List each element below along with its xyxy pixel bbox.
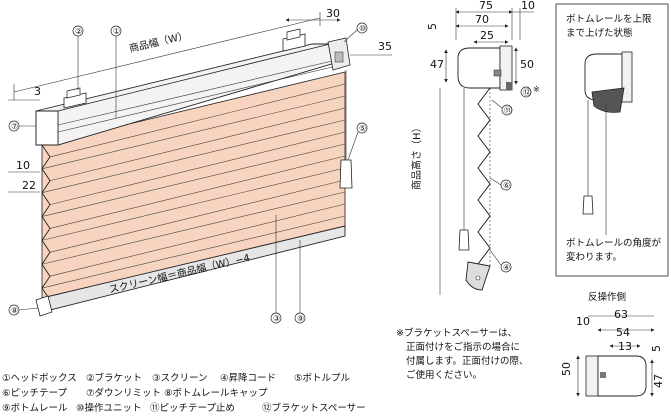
- raised-caption-1: ボトムレールを上限: [566, 14, 652, 25]
- dim-side-47: 47: [430, 58, 444, 71]
- dim-pleat-depth: 22: [22, 179, 36, 192]
- svg-text:④: ④: [503, 263, 510, 272]
- callout-6: ⑥: [489, 177, 512, 191]
- pleat-fold-line: [41, 119, 346, 193]
- svg-text:①: ①: [113, 27, 120, 36]
- legend-7: ⑦ダウンリミット: [86, 387, 161, 399]
- legend-12: ⑫ブラケットスペーサー: [262, 402, 366, 414]
- callout-11: ⑪: [491, 99, 513, 116]
- legend-6: ⑥ピッチテープ: [2, 388, 67, 399]
- pleat-fold-line: [49, 131, 346, 205]
- svg-text:⑪: ⑪: [504, 106, 512, 115]
- raised-state-panel: ボトムレールを上限 まで上げた状態 ボトムレールの角度が 変わります。: [555, 3, 669, 277]
- legend-2: ②ブラケット: [86, 372, 142, 384]
- pleat-fold-line: [49, 155, 346, 229]
- rev-dim-63: 63: [614, 308, 628, 321]
- legend-4: ④昇降コード: [220, 372, 276, 384]
- side-pleats: [477, 87, 491, 265]
- callout-7: ⑦: [8, 120, 36, 132]
- pleat-fold-line: [41, 143, 346, 217]
- pleat-fold-line: [49, 203, 346, 277]
- rev-dim-50: 50: [560, 362, 573, 376]
- svg-text:⑤: ⑤: [359, 124, 366, 133]
- dim-pleat-pitch: 10: [16, 159, 30, 172]
- dim-side-50: 50: [520, 58, 534, 71]
- pleat-edge: [41, 144, 51, 301]
- bracket-left: [63, 87, 87, 109]
- svg-text:③: ③: [273, 314, 280, 323]
- raised-caption-2: まで上げた状態: [566, 27, 633, 39]
- callout-9: ⑨: [294, 240, 306, 324]
- rev-dim-13: 13: [618, 340, 632, 353]
- pleat-fold-line: [41, 95, 346, 170]
- note-line-2: 正面付けをご指示の場合に: [406, 341, 520, 353]
- side-headbox: [457, 45, 513, 91]
- svg-text:⑦: ⑦: [11, 122, 18, 131]
- pleated-screen: [41, 71, 346, 301]
- pleat-fold-line: [49, 83, 346, 158]
- dim-side-depth: 35: [378, 40, 392, 53]
- legend-5: ⑤ボトルプル: [294, 373, 351, 384]
- reverse-title: 反操作側: [588, 291, 626, 303]
- legend-1: ①ヘッドボックス: [2, 373, 77, 384]
- svg-text:⑥: ⑥: [503, 181, 510, 190]
- headbox: [35, 43, 346, 146]
- legend-9: ⑨ボトムレール: [2, 403, 68, 414]
- pleat-fold-line: [41, 191, 346, 265]
- rev-dim-10: 10: [576, 315, 590, 328]
- pleat-fold-line: [49, 107, 346, 182]
- bracket-right: [282, 28, 306, 52]
- bottom-rail: [35, 225, 346, 317]
- callout-2: ②: [72, 25, 84, 90]
- dim-side-75: 75: [479, 0, 493, 12]
- height-label: 商品高さ（H）: [410, 122, 423, 190]
- callout-10: ⑩: [343, 22, 368, 43]
- operation-unit: [327, 37, 351, 71]
- angle-note-2: 変わります。: [566, 251, 622, 263]
- parts-legend: ①ヘッドボックス ②ブラケット ③スクリーン ④昇降コード ⑤ボトルプル ⑥ピッ…: [2, 372, 366, 414]
- front-view: 商品幅（W） 30 35 3 10 22 スクリーン幅＝商品幅（W）−4 ① ②: [8, 7, 392, 324]
- svg-text:⑨: ⑨: [297, 314, 304, 323]
- dim-side-5: 5: [426, 23, 439, 30]
- dim-side-70: 70: [475, 13, 489, 26]
- rev-dim-47: 47: [652, 374, 665, 388]
- angle-note-1: ボトムレールの角度が: [566, 237, 662, 249]
- note-line-1: ※ブラケットスペーサーは、: [396, 327, 517, 339]
- dim-side-25: 25: [480, 29, 494, 42]
- pleat-fold-line: [41, 167, 346, 241]
- side-view: 75 10 70 25 5 47 50 商品高さ（H）: [396, 0, 540, 381]
- pleat-fold-line: [41, 215, 346, 289]
- callout-4: ④: [489, 249, 512, 273]
- legend-3: ③スクリーン: [152, 373, 208, 384]
- legend-11: ⑪ピッチテープ止め: [150, 402, 235, 414]
- note-line-4: ご使用ください。: [406, 369, 482, 381]
- callout-8: ⑧: [8, 304, 39, 316]
- svg-text:※: ※: [533, 85, 540, 94]
- svg-text:②: ②: [75, 27, 82, 36]
- legend-8: ⑧ボトムレールキャップ: [164, 388, 268, 399]
- note-line-3: 付属します。正面付けの際、: [406, 355, 529, 367]
- svg-text:⑫: ⑫: [523, 88, 531, 97]
- svg-text:⑩: ⑩: [359, 24, 366, 33]
- dim-left-offset: 3: [34, 85, 41, 98]
- callout-5: ⑤: [347, 122, 368, 161]
- svg-text:⑧: ⑧: [11, 306, 18, 315]
- callout-12: ⑫ ※: [520, 85, 540, 98]
- rev-dim-54: 54: [616, 326, 630, 339]
- dim-side-10: 10: [521, 0, 535, 12]
- pleat-fold-line: [49, 179, 346, 253]
- reverse-operation-view: 反操作側 10 63 54 13 5 50 47: [560, 291, 665, 397]
- rev-dim-5: 5: [650, 345, 663, 352]
- bottle-pull: [339, 70, 353, 189]
- dim-top-depth: 30: [326, 7, 340, 20]
- product-width-label: 商品幅（W）: [128, 29, 189, 55]
- callout-1: ①: [110, 25, 122, 118]
- callout-3: ③: [270, 215, 282, 324]
- legend-10: ⑩操作ユニット: [76, 402, 142, 414]
